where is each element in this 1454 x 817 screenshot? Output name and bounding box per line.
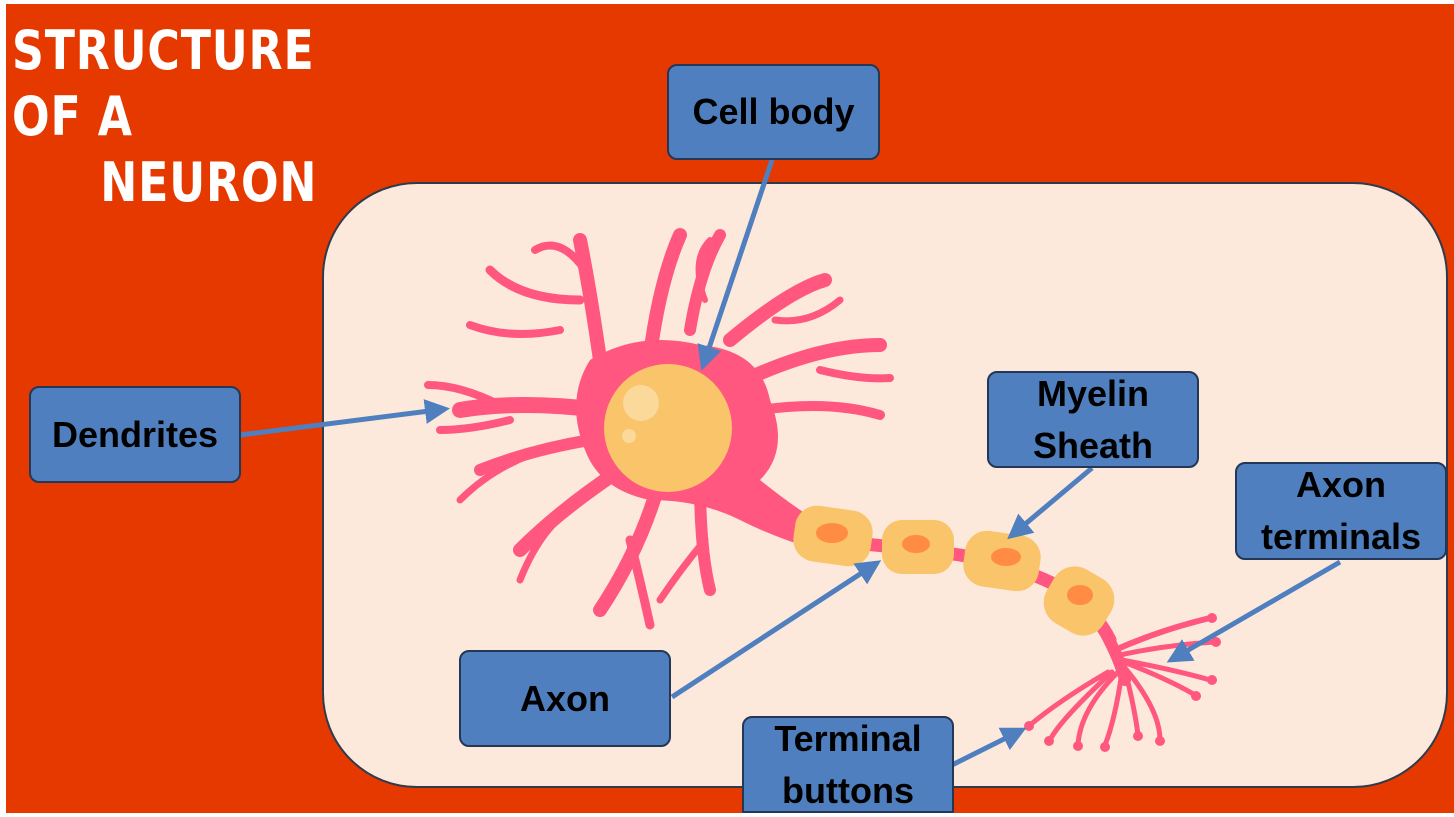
page-title: Structure of a neuron bbox=[12, 18, 397, 216]
axon-terminals-shape bbox=[1027, 615, 1218, 748]
terminal-buttons-shape bbox=[1024, 613, 1221, 752]
arrow-axon-terminals bbox=[1166, 559, 1342, 663]
label-myelin-line-2: Sheath bbox=[1032, 424, 1154, 466]
label-axon: Axon bbox=[459, 650, 671, 747]
label-cell-body-text: Cell body bbox=[692, 91, 855, 132]
label-terminal-buttons-line-1: Terminal bbox=[774, 717, 922, 759]
pointer-arrows bbox=[239, 159, 1342, 768]
nucleus-highlight-small bbox=[622, 429, 636, 443]
arrow-cell-body bbox=[697, 159, 775, 371]
label-axon-terminals-line-2: terminals bbox=[1260, 516, 1422, 557]
label-terminal-buttons: Terminal buttons bbox=[742, 716, 954, 813]
label-terminal-buttons-line-2: buttons bbox=[782, 769, 914, 811]
label-myelin-sheath: Myelin Sheath bbox=[987, 371, 1199, 468]
arrow-terminal-buttons bbox=[950, 727, 1027, 768]
label-dendrites-text: Dendrites bbox=[51, 413, 219, 455]
label-myelin-line-1: Myelin bbox=[1036, 372, 1150, 414]
arrow-myelin-sheath bbox=[1007, 466, 1094, 540]
label-dendrites: Dendrites bbox=[29, 386, 241, 483]
arrow-dendrites bbox=[239, 399, 450, 438]
title-line-1: Structure of a bbox=[12, 19, 315, 148]
nucleus-shape bbox=[604, 364, 732, 492]
label-cell-body: Cell body bbox=[667, 64, 880, 160]
label-axon-terminals-line-1: Axon bbox=[1296, 464, 1386, 505]
title-line-2: neuron bbox=[100, 151, 318, 214]
arrow-axon bbox=[670, 560, 882, 700]
myelin-segments bbox=[793, 505, 1115, 636]
label-axon-terminals: Axon terminals bbox=[1235, 462, 1447, 560]
label-axon-text: Axon bbox=[520, 677, 610, 719]
nucleus-highlight bbox=[623, 385, 659, 421]
